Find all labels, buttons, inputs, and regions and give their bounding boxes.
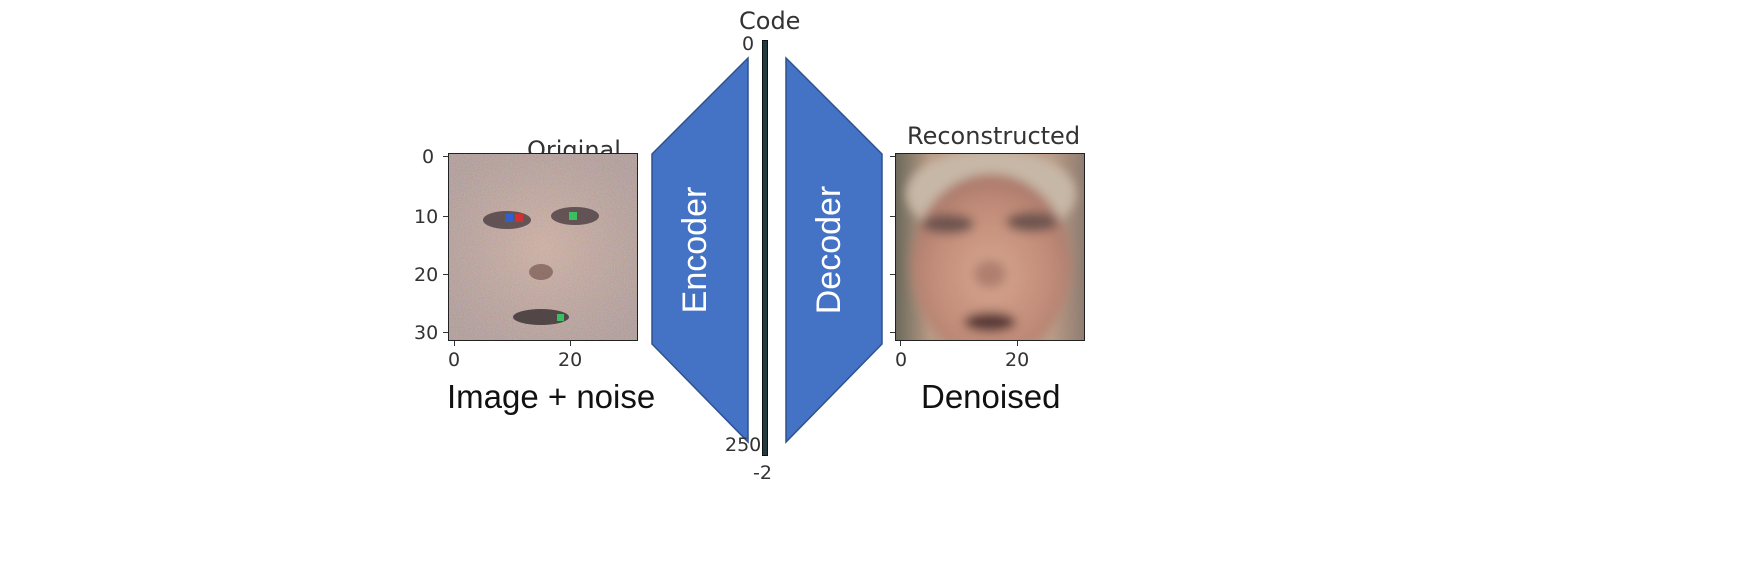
- denoised-caption: Denoised: [921, 378, 1061, 415]
- code-x-tick: -2: [753, 462, 772, 484]
- reconstructed-y-tickmark: [890, 332, 895, 333]
- original-y-tick-30: 30: [414, 322, 439, 344]
- code-y-tick-0: 0: [742, 33, 755, 55]
- reconstructed-y-tickmark: [890, 156, 895, 157]
- reconstructed-x-tickmark: [900, 341, 901, 346]
- decoder-shape: [785, 56, 883, 444]
- code-vector: [762, 40, 768, 456]
- original-y-tickmark: [443, 332, 448, 333]
- original-x-tickmark: [570, 341, 571, 346]
- code-title: Code: [739, 7, 801, 35]
- original-y-tick-0: 0: [422, 146, 435, 168]
- decoder-label: Decoder: [810, 185, 848, 315]
- original-x-tick-0: 0: [448, 349, 461, 371]
- original-y-tickmark: [443, 156, 448, 157]
- original-y-tickmark: [443, 274, 448, 275]
- encoder-label: Encoder: [676, 186, 714, 314]
- image-noise-caption: Image + noise: [447, 378, 656, 415]
- original-x-tick-20: 20: [558, 349, 583, 371]
- reconstructed-x-tick-0: 0: [895, 349, 908, 371]
- original-x-tickmark: [454, 341, 455, 346]
- reconstructed-y-tickmark: [890, 216, 895, 217]
- original-y-tickmark: [443, 216, 448, 217]
- reconstructed-title: Reconstructed: [907, 122, 1081, 150]
- noisy-image-canvas: [449, 154, 637, 340]
- code-y-tick-250: 250: [725, 434, 762, 456]
- noisy-image: [448, 153, 638, 341]
- original-y-tick-20: 20: [414, 264, 439, 286]
- encoder-shape: [651, 56, 749, 444]
- reconstructed-y-tickmark: [890, 274, 895, 275]
- reconstructed-x-tick-20: 20: [1005, 349, 1030, 371]
- reconstructed-image-canvas: [896, 154, 1084, 340]
- reconstructed-x-tickmark: [1017, 341, 1018, 346]
- reconstructed-image: [895, 153, 1085, 341]
- original-y-tick-10: 10: [414, 206, 439, 228]
